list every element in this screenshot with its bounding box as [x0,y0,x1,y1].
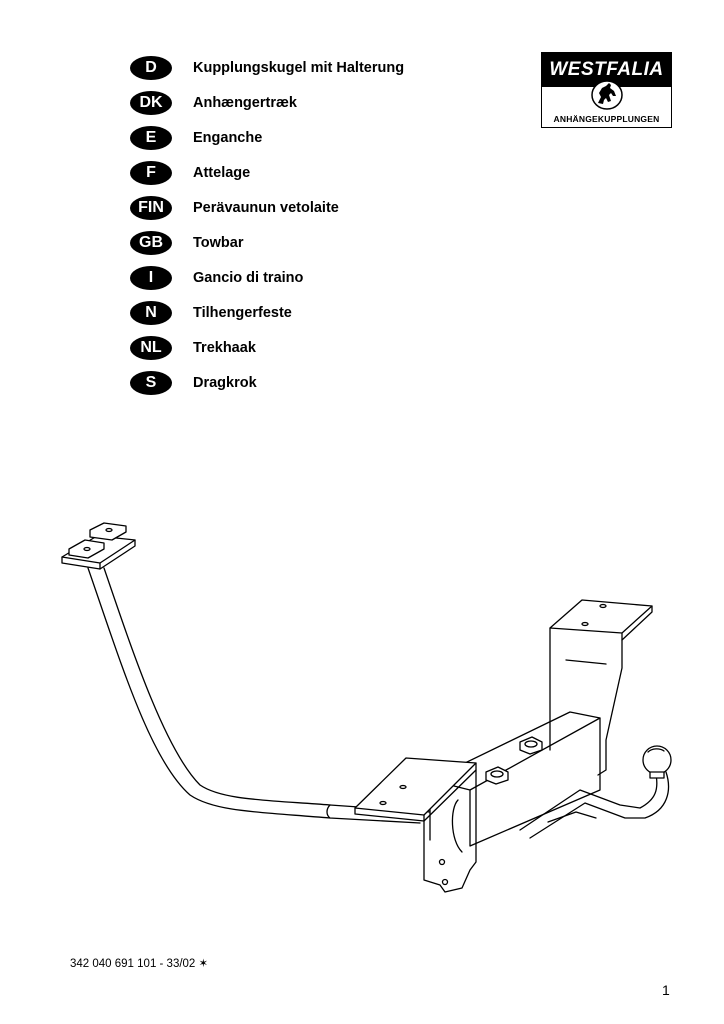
language-code-badge: DK [130,90,172,115]
language-row-dk: DK Anhængertræk [130,85,460,120]
language-list: D Kupplungskugel mit Halterung DK Anhæng… [130,50,460,400]
logo-subtitle: ANHÄNGEKUPPLUNGEN [553,114,660,124]
language-code-badge: S [130,370,172,395]
language-row-nl: NL Trekhaak [130,330,460,365]
language-row-s: S Dragkrok [130,365,460,400]
language-label: Tilhengerfeste [193,304,292,321]
language-label: Kupplungskugel mit Halterung [193,59,405,76]
language-code-badge: NL [130,335,172,360]
language-row-i: I Gancio di traino [130,260,460,295]
curved-strut [87,567,431,824]
language-label: Dragkrok [193,374,257,391]
language-label: Anhængertræk [193,94,297,111]
language-code-badge: GB [130,230,172,255]
tow-ball-neck [519,769,670,839]
center-mount-plate [354,757,477,893]
left-mount-plate [61,522,136,570]
language-code-badge: I [130,265,172,290]
language-row-d: D Kupplungskugel mit Halterung [130,50,460,85]
bolt-upper [519,736,543,755]
rearing-horse-icon [591,80,623,110]
language-label: Towbar [193,234,244,251]
language-row-f: F Attelage [130,155,460,190]
right-mount-bracket [549,599,653,776]
language-code-badge: D [130,55,172,80]
language-label: Attelage [193,164,251,181]
language-row-n: N Tilhengerfeste [130,295,460,330]
language-label: Gancio di traino [193,269,304,286]
language-label: Perävaunun vetolaite [193,199,339,216]
page-number: 1 [662,982,670,998]
language-code-badge: FIN [130,195,172,220]
westfalia-logo: WESTFALIA ANHÄNGEKUPPLUNGEN [541,52,672,128]
language-label: Trekhaak [193,339,256,356]
bolt-lower [485,766,509,785]
language-code-badge: E [130,125,172,150]
language-code-badge: F [130,160,172,185]
language-code-badge: N [130,300,172,325]
towbar-drawing [61,522,672,893]
tow-ball [642,745,672,779]
language-label: Enganche [193,129,263,146]
language-row-fin: FIN Perävaunun vetolaite [130,190,460,225]
language-row-e: E Enganche [130,120,460,155]
language-row-gb: GB Towbar [130,225,460,260]
document-number: 342 040 691 101 - 33/02 ✶ [70,958,209,970]
